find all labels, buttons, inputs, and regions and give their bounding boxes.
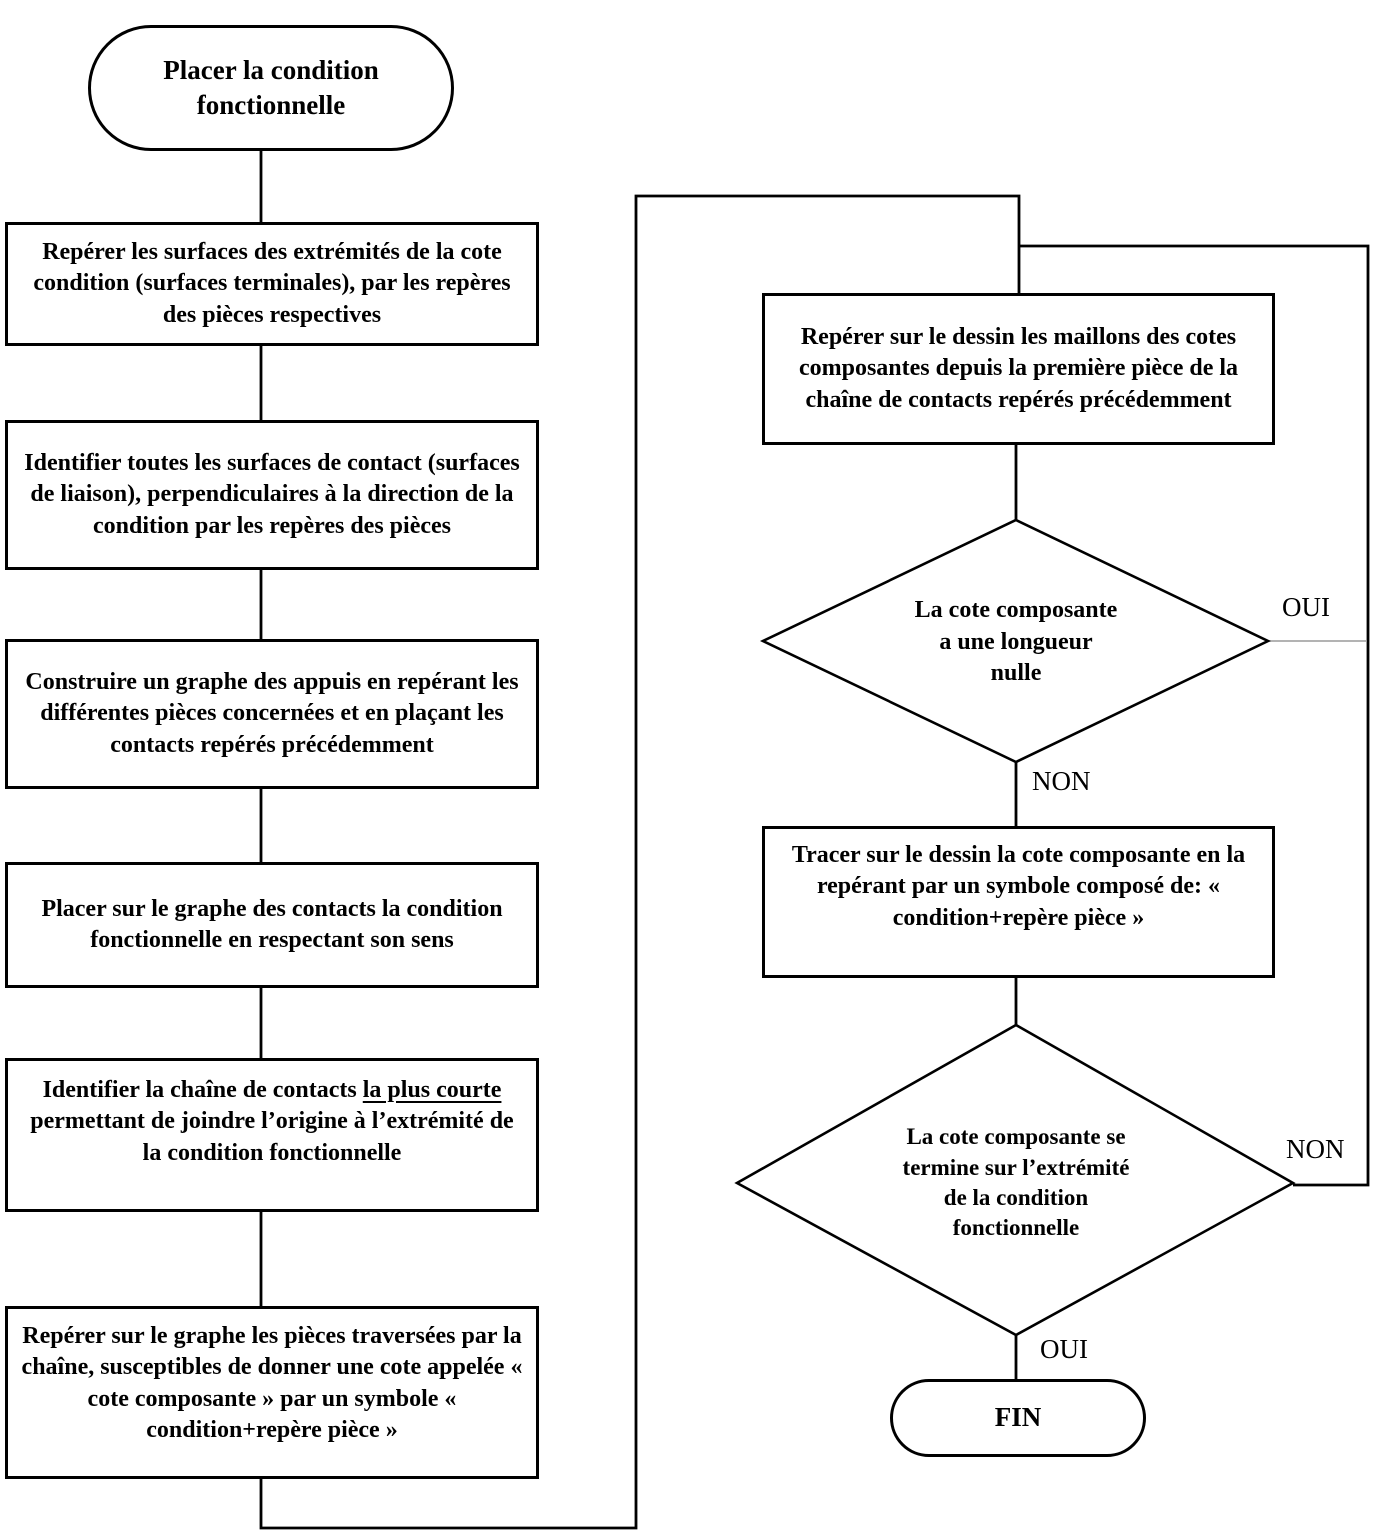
decision1-line: nulle [990, 660, 1042, 687]
right-step1-label: Repérer sur le dessin les maillons des c… [798, 324, 1239, 413]
end-node: FIN [890, 1379, 1146, 1457]
decision2-line: termine sur l’extrémité [902, 1154, 1130, 1180]
step5-label: Identifier la chaîne de contacts la plus… [18, 1075, 526, 1169]
start-node: Placer la condition fonctionnelle [88, 25, 454, 151]
step-reperer-surfaces-extremites: Repérer les surfaces des extrémités de l… [5, 222, 539, 346]
decision1-line: a une longueur [939, 628, 1093, 655]
step5-prefix: Identifier la chaîne de contacts [42, 1077, 363, 1104]
start-label: Placer la condition fonctionnelle [163, 54, 379, 120]
tracer-label: Tracer sur le dessin la cote composante … [791, 842, 1246, 931]
step2-label: Identifier toutes les surfaces de contac… [24, 450, 520, 539]
step6-label: Repérer sur le graphe les pièces travers… [21, 1323, 523, 1443]
step5-suffix: permettant de joindre l’origine à l’extr… [30, 1108, 514, 1166]
decision2-line: fonctionnelle [952, 1215, 1080, 1241]
step5-underlined: la plus courte [362, 1077, 502, 1104]
step-reperer-maillons-dessin: Repérer sur le dessin les maillons des c… [762, 293, 1275, 445]
decision2-line: de la condition [943, 1185, 1089, 1210]
step-identifier-surfaces-contact: Identifier toutes les surfaces de contac… [5, 420, 539, 570]
step-construire-graphe-appuis: Construire un graphe des appuis en repér… [5, 639, 539, 789]
decision1-line: La cote composante [914, 596, 1118, 623]
decision2-non-label: NON [1286, 1134, 1345, 1164]
step3-label: Construire un graphe des appuis en repér… [25, 669, 519, 758]
decision1-diamond [759, 518, 1272, 764]
step-reperer-pieces-traversees: Repérer sur le graphe les pièces travers… [5, 1306, 539, 1479]
decision2-diamond [734, 1023, 1296, 1337]
step4-label: Placer sur le graphe des contacts la con… [41, 895, 503, 953]
decision2-oui-label: OUI [1040, 1334, 1088, 1364]
fin-label: FIN [994, 1402, 1042, 1433]
edge-step6-to-right-column [259, 194, 1021, 1530]
decision1-text: La cote composante a une longueur nulle [820, 555, 1212, 730]
decision2-line: La cote composante se [906, 1124, 1126, 1150]
step-identifier-chaine-courte: Identifier la chaîne de contacts la plus… [5, 1058, 539, 1212]
edge-loopback-right [1019, 244, 1370, 1187]
step-placer-condition-graphe: Placer sur le graphe des contacts la con… [5, 862, 539, 988]
step1-label: Repérer les surfaces des extrémités de l… [33, 239, 511, 328]
decision2-text: La cote composante se termine sur l’extr… [830, 1076, 1202, 1290]
decision1-non-label: NON [1032, 766, 1091, 796]
decision1-oui-label: OUI [1282, 592, 1330, 622]
step-tracer-cote-composante: Tracer sur le dessin la cote composante … [762, 826, 1275, 978]
connector-lines [259, 150, 1370, 1530]
